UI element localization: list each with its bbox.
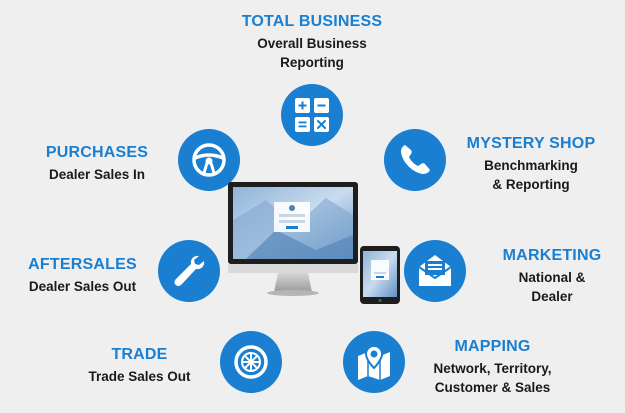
marketing-sub-1: National & xyxy=(518,270,586,285)
aftersales-label: AFTERSALES Dealer Sales Out xyxy=(10,255,155,296)
total-business-label: TOTAL BUSINESS Overall Business Reportin… xyxy=(212,12,412,72)
devices-illustration xyxy=(228,182,400,304)
aftersales-circle xyxy=(158,240,220,302)
total-business-circle xyxy=(281,84,343,146)
marketing-label: MARKETING National & Dealer xyxy=(492,246,612,306)
mystery-shop-sub-2: & Reporting xyxy=(492,176,570,192)
monitor xyxy=(228,182,358,296)
total-business-sub-2: Reporting xyxy=(280,54,344,70)
purchases-label: PURCHASES Dealer Sales In xyxy=(22,143,172,184)
tablet xyxy=(360,246,400,304)
total-business-title: TOTAL BUSINESS xyxy=(241,13,383,30)
mystery-shop-title: MYSTERY SHOP xyxy=(466,135,596,152)
marketing-circle xyxy=(404,240,466,302)
trade-label: TRADE Trade Sales Out xyxy=(72,345,207,386)
mystery-shop-sub-1: Benchmarking xyxy=(484,158,578,173)
aftersales-title: AFTERSALES xyxy=(28,256,137,273)
purchases-circle xyxy=(178,129,240,191)
marketing-sub-2: Dealer xyxy=(531,288,573,304)
mapping-label: MAPPING Network, Territory, Customer & S… xyxy=(415,337,570,397)
total-business-sub-1: Overall Business xyxy=(257,36,367,51)
envelope-icon xyxy=(418,255,452,286)
trade-title: TRADE xyxy=(111,346,168,363)
calculator-icon xyxy=(295,98,329,132)
mapping-sub-1: Network, Territory, xyxy=(433,361,552,376)
mystery-shop-circle xyxy=(384,129,446,191)
wheel-icon xyxy=(234,345,268,379)
phone-icon xyxy=(401,145,430,174)
wrench-icon xyxy=(174,255,205,287)
marketing-title: MARKETING xyxy=(502,247,602,264)
mystery-shop-label: MYSTERY SHOP Benchmarking & Reporting xyxy=(451,134,611,194)
steering-wheel-icon xyxy=(192,143,226,177)
trade-sub-1: Trade Sales Out xyxy=(88,369,191,384)
mapping-sub-2: Customer & Sales xyxy=(434,379,551,395)
map-pin-icon xyxy=(358,344,390,380)
mapping-circle xyxy=(343,331,405,393)
purchases-sub-1: Dealer Sales In xyxy=(48,167,146,182)
trade-circle xyxy=(220,331,282,393)
mapping-title: MAPPING xyxy=(454,338,531,355)
aftersales-sub-1: Dealer Sales Out xyxy=(28,279,137,294)
purchases-title: PURCHASES xyxy=(45,144,149,161)
